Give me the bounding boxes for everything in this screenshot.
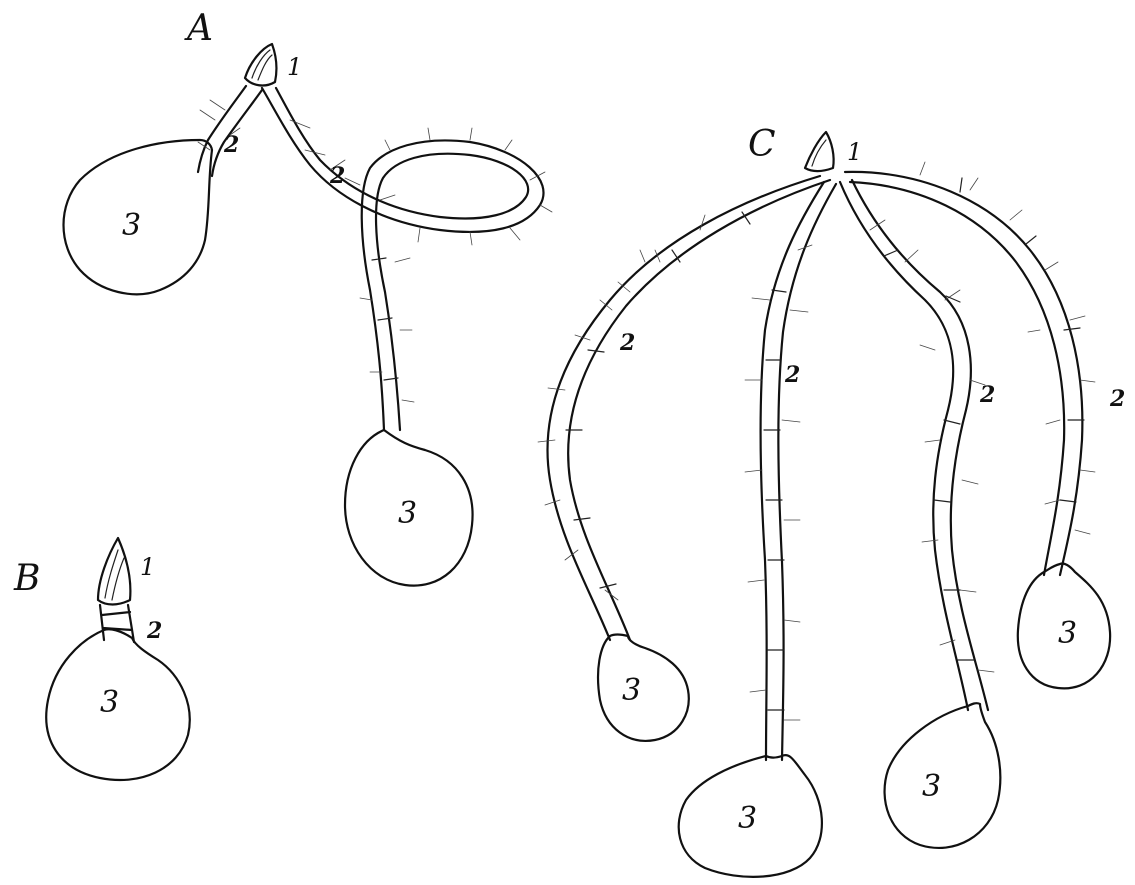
figure-c-label-stem-1: 2	[619, 330, 635, 356]
figure-c-stolon-1-edge2	[568, 180, 830, 640]
figure-b-label-tip: 1	[140, 553, 155, 581]
figure-b-label-stem: 2	[146, 618, 162, 644]
figure-a-sprout-tip	[245, 44, 276, 85]
figure-b: B 1 2 3	[13, 538, 190, 780]
figure-c-tuber-1	[598, 635, 689, 741]
figure-c-label-stem-2: 2	[784, 362, 800, 388]
figure-c-stolon-4-edge1	[845, 172, 1082, 575]
figure-c-tuber-3	[885, 703, 1001, 848]
figure-c-label-tip: 1	[847, 138, 862, 166]
figure-c-label-stem-4: 2	[1109, 386, 1125, 412]
figure-a-label-tuber-left: 3	[122, 208, 141, 243]
figure-a-label-tip: 1	[287, 53, 302, 81]
figure-c-label-stem-3: 2	[979, 382, 995, 408]
figure-c-label-tuber-3: 3	[922, 769, 941, 804]
figure-a-stolon-right-edge2	[276, 88, 528, 430]
figure-b-sprout-tip	[98, 538, 130, 605]
figure-a-label-stem-left: 2	[223, 132, 239, 158]
figure-c-sprout-tip	[805, 132, 834, 171]
figure-c-label-tuber-1: 3	[622, 673, 641, 708]
figure-b-letter: B	[13, 558, 40, 599]
figure-c-stolon-3-edge2	[852, 180, 988, 710]
figure-a: A 1 2 2 3 3	[64, 8, 553, 586]
figure-c-label-tuber-2: 3	[738, 801, 757, 836]
figure-c-letter: C	[748, 124, 776, 165]
figure-c-label-tuber-4: 3	[1058, 616, 1077, 651]
figure-c-stolon-3-edge1	[840, 182, 968, 710]
figure-a-label-tuber-right: 3	[398, 496, 417, 531]
figure-c-stolon-2-edge2	[778, 184, 836, 760]
figure-b-label-tuber: 3	[100, 685, 119, 720]
figure-c-stolon-2-edge1	[760, 182, 824, 760]
figure-a-letter: A	[184, 8, 213, 49]
figure-a-label-stem-right: 2	[329, 163, 345, 189]
figure-c: C 1 2 2 2 2 3 3 3 3	[538, 124, 1125, 877]
figure-c-stolon-4-edge2	[850, 182, 1064, 575]
